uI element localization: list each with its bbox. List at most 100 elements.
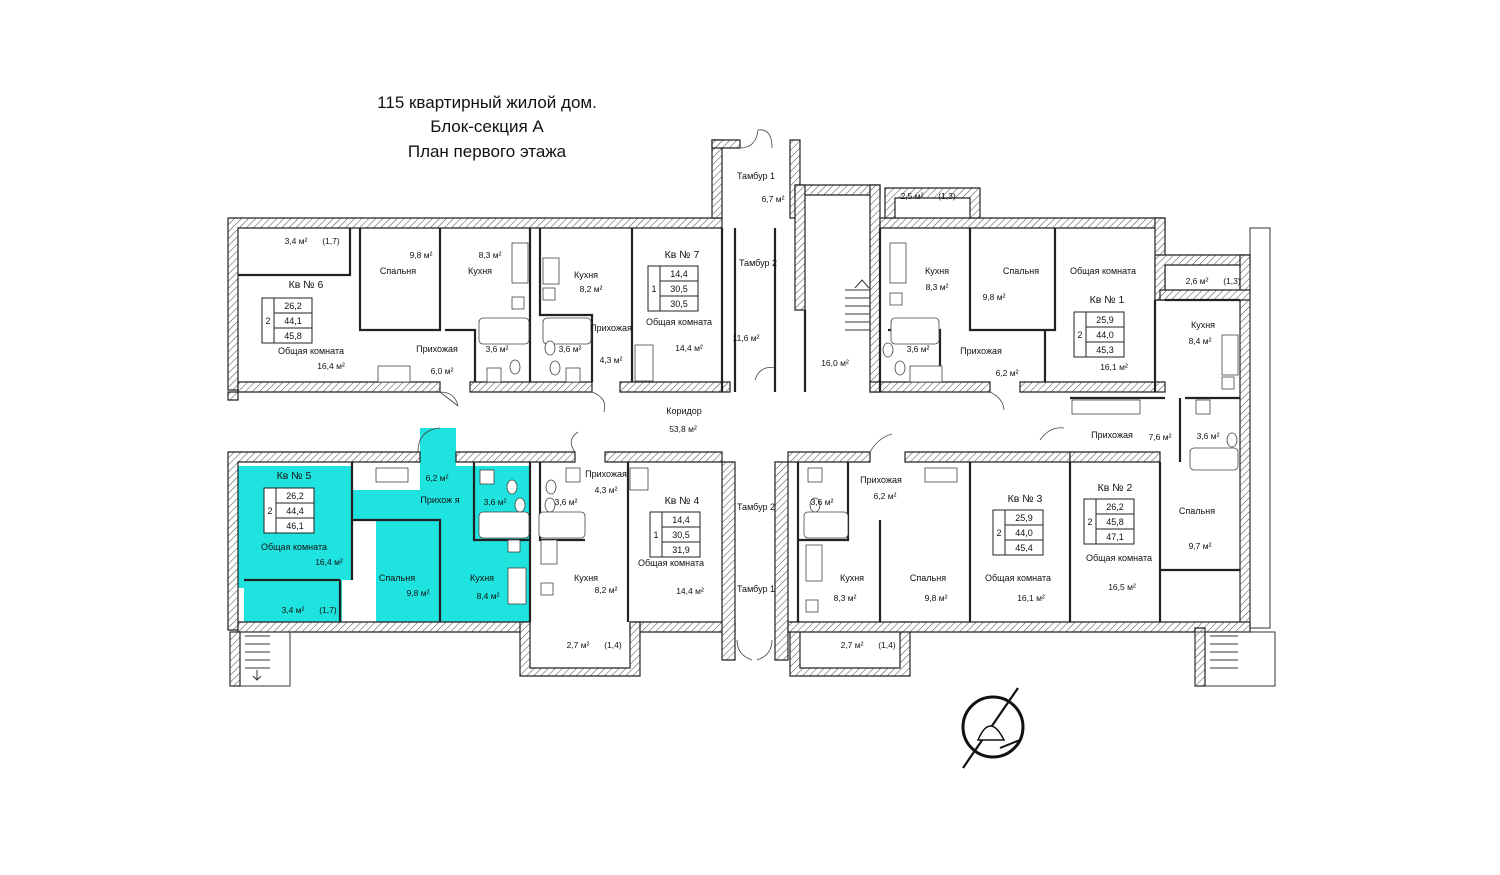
wardrobe-icon bbox=[924, 467, 958, 483]
room-name: Общая комната bbox=[1086, 553, 1152, 563]
bathtub-icon bbox=[542, 317, 592, 345]
sink-icon bbox=[807, 467, 823, 483]
apartment-5-fill[interactable] bbox=[238, 428, 530, 624]
room-name: Спальня bbox=[1179, 506, 1215, 516]
door-icon bbox=[756, 639, 773, 661]
wall-stair-left bbox=[794, 184, 806, 311]
room-area: 3,6 м² bbox=[811, 497, 834, 507]
wall-bottom-right-bottom bbox=[787, 621, 1251, 633]
apartment-table-box bbox=[649, 511, 701, 558]
room-area: 3,6 м² bbox=[907, 344, 930, 354]
room-name: Тамбур 2 bbox=[739, 258, 777, 268]
room-count: 2 bbox=[1087, 517, 1092, 527]
bathtub-icon bbox=[478, 511, 530, 539]
area-value: 30,5 bbox=[670, 284, 688, 294]
room-name: Прихожая bbox=[585, 469, 627, 479]
room-area: 3,6 м² bbox=[555, 497, 578, 507]
room-name: Кухня bbox=[468, 266, 492, 276]
door-icon bbox=[570, 431, 579, 453]
area-value: 44,0 bbox=[1096, 330, 1114, 340]
wardrobe-icon bbox=[629, 467, 649, 491]
room-area: 16,0 м² bbox=[821, 358, 849, 368]
toilet-icon bbox=[882, 342, 894, 358]
wall-top-left-bottom bbox=[237, 381, 441, 393]
room-area: 16,1 м² bbox=[1100, 362, 1128, 372]
wall-top-right-bottom bbox=[869, 381, 991, 393]
doors bbox=[417, 129, 1065, 661]
entrance-platform-left bbox=[229, 631, 291, 687]
room-name: Прихожая bbox=[590, 323, 632, 333]
room-area: 6,2 м² bbox=[996, 368, 1019, 378]
balcony-coefficient: (1,4) bbox=[604, 640, 622, 650]
wall-stair-right bbox=[869, 184, 881, 393]
door-icon bbox=[754, 367, 776, 381]
room-area: 9,8 м² bbox=[410, 250, 433, 260]
door-icon bbox=[417, 427, 441, 453]
room-area: 4,3 м² bbox=[600, 355, 623, 365]
room-area: 2,7 м² bbox=[841, 640, 864, 650]
toilet-icon bbox=[545, 479, 557, 495]
wall-balcony-bl bbox=[519, 621, 641, 677]
stove-icon bbox=[889, 242, 907, 284]
room-label: 2,7 м²(1,4) bbox=[567, 640, 622, 650]
toilet-icon bbox=[506, 479, 518, 495]
room-area: 53,8 м² bbox=[669, 424, 697, 434]
fridge-icon bbox=[1221, 376, 1235, 390]
area-value: 26,2 bbox=[286, 491, 304, 501]
room-area: 11,6 м² bbox=[733, 333, 760, 343]
room-name: Спальня bbox=[380, 266, 416, 276]
wall-bottom-right-top-2 bbox=[904, 451, 1071, 463]
apartment-table-box bbox=[647, 265, 699, 312]
room-label: 3,4 м²(1,7) bbox=[282, 605, 337, 615]
area-value: 44,4 bbox=[286, 506, 304, 516]
area-value: 14,4 bbox=[670, 269, 688, 279]
apartment-table-box bbox=[263, 487, 315, 534]
toilet-icon bbox=[1226, 432, 1238, 448]
sink-icon bbox=[486, 367, 502, 383]
balcony-coefficient: (1,7) bbox=[322, 236, 340, 246]
room-label: Спальня 9,8 м² bbox=[380, 250, 433, 276]
apartment-5-highlight[interactable] bbox=[238, 428, 530, 624]
title-line-2: Блок-секция А bbox=[430, 117, 544, 136]
room-label: Тамбур 1 bbox=[737, 584, 775, 594]
room-area: 8,3 м² bbox=[479, 250, 502, 260]
door-icon bbox=[757, 129, 773, 149]
apartment-label: Кв № 5 bbox=[277, 470, 312, 482]
room-name: Тамбур 2 bbox=[737, 502, 775, 512]
wardrobe-icon bbox=[1071, 399, 1141, 415]
wardrobe-icon bbox=[377, 365, 411, 383]
wall-right-wing-2 bbox=[1159, 289, 1251, 301]
area-value: 44,0 bbox=[1015, 528, 1033, 538]
room-area: 14,4 м² bbox=[675, 343, 703, 353]
apartment-table-box bbox=[992, 509, 1044, 556]
area-value: 44,1 bbox=[284, 316, 302, 326]
wall-left-stair bbox=[229, 631, 241, 687]
room-label: 3,6 м² bbox=[484, 497, 507, 507]
room-area: 3,4 м² bbox=[285, 236, 308, 246]
area-value: 45,3 bbox=[1096, 345, 1114, 355]
room-area: 6,0 м² bbox=[431, 366, 454, 376]
stove-icon bbox=[805, 544, 823, 582]
room-area: 3,6 м² bbox=[1197, 431, 1220, 441]
sink-icon bbox=[479, 469, 495, 485]
room-area: 9,7 м² bbox=[1189, 541, 1212, 551]
room-count: 2 bbox=[267, 506, 272, 516]
room-name: Общая комната bbox=[638, 558, 704, 568]
apartment-table-box bbox=[1083, 498, 1135, 545]
